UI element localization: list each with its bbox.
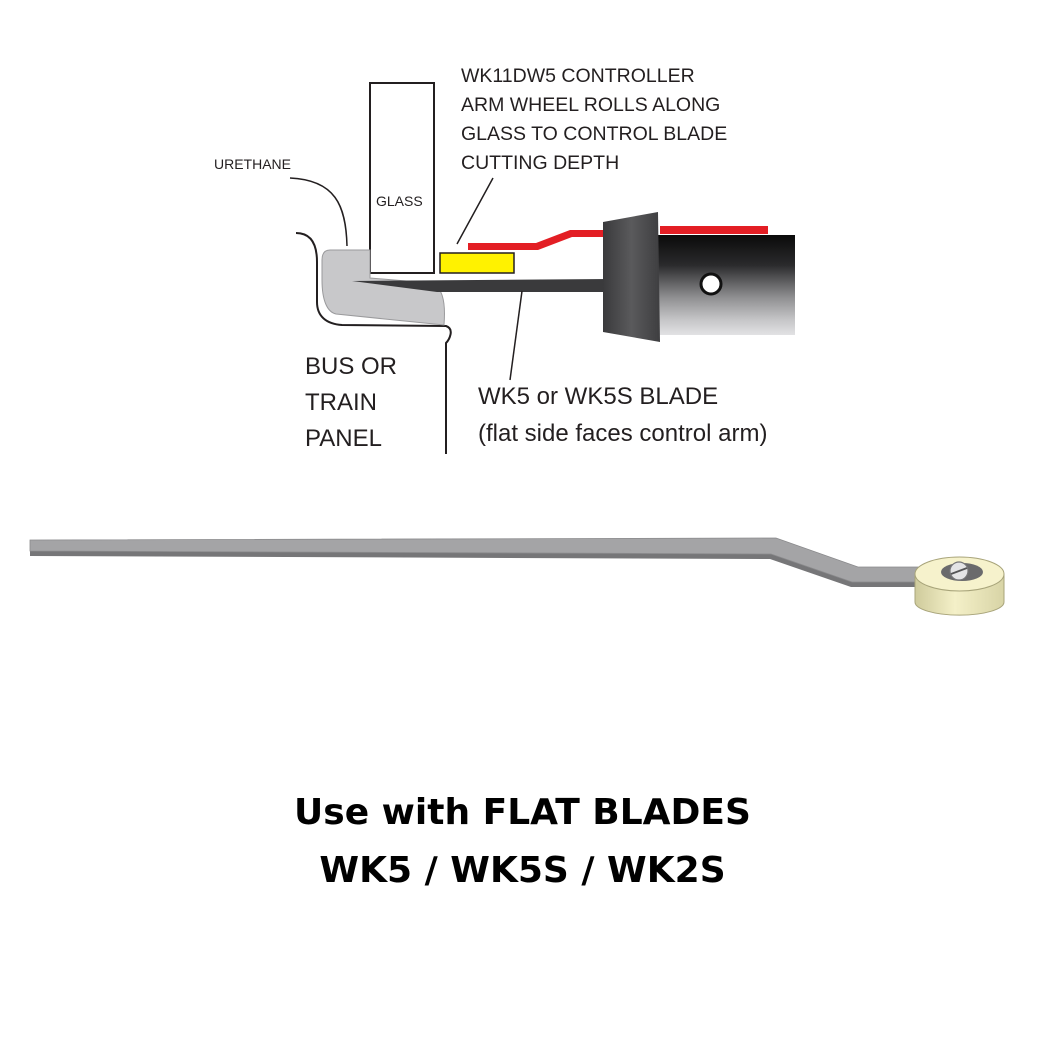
controller-label-line-1: WK11DW5 CONTROLLER [461, 65, 695, 87]
caption-line-2: WK5 / WK5S / WK2S [319, 850, 726, 891]
blade-label-line-1: WK5 or WK5S BLADE [478, 383, 718, 410]
flat-blade-edge [30, 551, 935, 587]
urethane-label: URETHANE [214, 156, 291, 172]
controller-label-line-4: CUTTING DEPTH [461, 152, 619, 174]
controller-arm-tail [660, 226, 768, 234]
tool-collar [603, 212, 660, 342]
urethane-leader-line [289, 177, 348, 247]
tool-pivot-hole [699, 272, 723, 296]
flat-blade [29, 537, 936, 583]
panel-label-line-1: BUS OR [305, 353, 397, 380]
cutting-blade [352, 279, 610, 292]
glass-pane [369, 82, 435, 274]
controller-leader-line [456, 177, 494, 245]
guide-wheel [439, 252, 515, 274]
blade-leader-line [509, 290, 523, 381]
caption-line-1: Use with FLAT BLADES [294, 792, 751, 833]
screw-slot [950, 567, 968, 575]
flat-blade-illustration [29, 537, 1005, 616]
controller-label-line-3: GLASS TO CONTROL BLADE [461, 123, 727, 145]
controller-arm [468, 230, 608, 250]
panel-label-line-3: PANEL [305, 425, 382, 452]
controller-label-line-2: ARM WHEEL ROLLS ALONG [461, 94, 720, 116]
tool-cylinder [650, 235, 795, 335]
bus-panel-outline [295, 232, 452, 454]
glass-label: GLASS [376, 193, 423, 209]
panel-label-line-2: TRAIN [305, 389, 377, 416]
blade-label-line-2: (flat side faces control arm) [478, 420, 767, 447]
